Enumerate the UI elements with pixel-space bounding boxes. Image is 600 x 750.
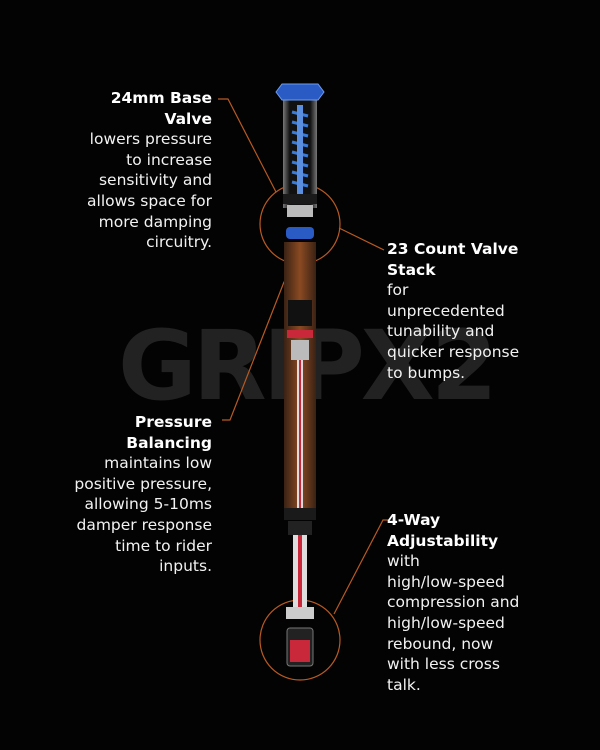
callout-text: more damping (98, 212, 212, 231)
callout-text: tunability and (387, 322, 495, 341)
callout-text: with less cross (387, 655, 500, 674)
callout-text: circuitry. (146, 233, 212, 252)
callout-text: unprecedented (387, 301, 505, 320)
callout-text: positive pressure, (74, 474, 212, 493)
callout-title: 4-Way (387, 511, 441, 529)
callout-text: with (387, 552, 420, 571)
callout-text: allows space for (87, 191, 212, 210)
callout-adjustability: 4-Way Adjustability with high/low-speed … (387, 510, 519, 695)
callout-valve-stack: 23 Count Valve Stack for unprecedented t… (387, 239, 519, 383)
callout-text: time to rider (115, 536, 212, 555)
top-cap (275, 83, 325, 101)
callout-text: inputs. (159, 557, 212, 576)
callout-text: sensitivity and (98, 171, 212, 190)
callout-text: high/low-speed (387, 572, 505, 591)
callout-text: to bumps. (387, 363, 466, 382)
callout-text: allowing 5-10ms (84, 495, 212, 514)
leader-line-adjust (333, 519, 390, 615)
leader-line-base-valve (218, 98, 277, 193)
callout-title: Pressure (134, 413, 212, 431)
callout-title: Balancing (126, 433, 212, 452)
callout-title: 23 Count Valve (387, 240, 519, 258)
callout-title: Adjustability (387, 531, 499, 550)
callout-text: talk. (387, 675, 421, 694)
callout-text: rebound, now (387, 634, 494, 653)
callout-title: Valve (164, 109, 212, 128)
leader-line-valve-stack (338, 227, 385, 251)
callout-text: quicker response (387, 342, 520, 361)
callout-pressure-balancing: Pressure Balancing maintains low positiv… (74, 412, 212, 577)
callout-text: damper response (76, 515, 212, 534)
callout-text: maintains low (104, 454, 212, 473)
callout-text: to increase (126, 150, 212, 169)
callout-text: compression and (387, 593, 520, 612)
adjuster-knob (290, 640, 310, 662)
callout-title: Stack (387, 260, 436, 279)
leader-line-pressure (222, 281, 290, 421)
callout-text: for (387, 281, 409, 300)
callout-text: lowers pressure (89, 130, 212, 149)
valve-stack (286, 227, 314, 239)
callout-text: high/low-speed (387, 613, 505, 632)
callout-title: 24mm Base (110, 89, 212, 107)
callout-base-valve: 24mm Base Valve lowers pressure to incre… (87, 88, 212, 253)
